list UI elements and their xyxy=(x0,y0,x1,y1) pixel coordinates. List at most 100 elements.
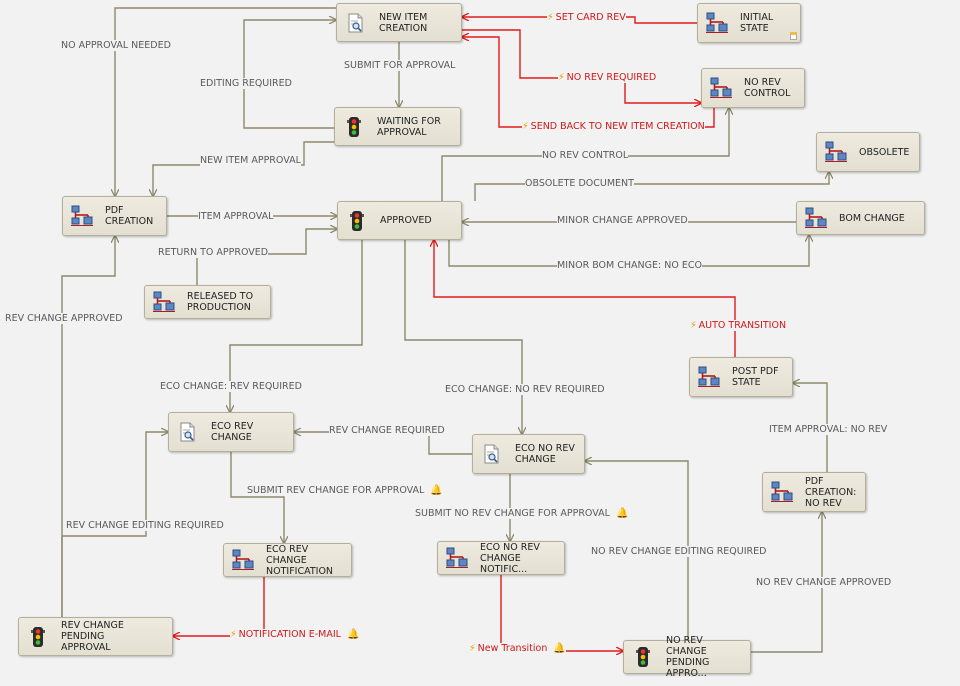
transition-label[interactable]: ITEM APPROVAL: NO REV xyxy=(769,424,888,435)
transition-label[interactable]: MINOR BOM CHANGE: NO ECO xyxy=(557,260,702,271)
transition-label[interactable]: SUBMIT NO REV CHANGE FOR APPROVAL 🔔 xyxy=(415,508,629,519)
transition-label[interactable]: ⚡NO REV REQUIRED xyxy=(558,72,657,83)
transition-label[interactable]: MINOR CHANGE APPROVED xyxy=(557,215,688,226)
transition-label[interactable]: NEW ITEM APPROVAL xyxy=(200,155,301,166)
state-node-obsolete[interactable]: OBSOLETE xyxy=(816,132,920,172)
state-node-eco-rev[interactable]: ECO REV CHANGE xyxy=(168,412,294,452)
transition-label[interactable]: REV CHANGE APPROVED xyxy=(5,313,123,324)
transition-label[interactable]: SUBMIT FOR APPROVAL xyxy=(344,60,456,71)
transition-label[interactable]: RETURN TO APPROVED xyxy=(158,247,269,258)
transition-edge-19[interactable] xyxy=(793,383,828,472)
state-label: PDF CREATION xyxy=(105,205,154,227)
state-label: REV CHANGE PENDING APPROVAL xyxy=(61,620,124,653)
transition-text: SUBMIT NO REV CHANGE FOR APPROVAL xyxy=(415,508,610,519)
bell-icon: 🔔 xyxy=(430,485,443,496)
transition-text: SUBMIT FOR APPROVAL xyxy=(344,60,456,71)
transition-edge-12[interactable] xyxy=(196,229,337,285)
transition-label[interactable]: NO REV CHANGE EDITING REQUIRED xyxy=(591,546,767,557)
transition-label[interactable]: ⚡AUTO TRANSITION xyxy=(690,320,787,331)
transition-label[interactable]: REV CHANGE REQUIRED xyxy=(329,425,445,436)
transition-edge-3[interactable] xyxy=(462,37,715,128)
transition-label[interactable]: ⚡New Transition🔔 xyxy=(469,643,566,654)
state-node-new-item[interactable]: NEW ITEM CREATION xyxy=(336,3,462,42)
traffic-light-icon xyxy=(344,209,370,233)
network-state-icon xyxy=(769,480,795,504)
state-node-rev-pending[interactable]: REV CHANGE PENDING APPROVAL xyxy=(18,617,173,656)
traffic-light-icon xyxy=(25,625,51,649)
transition-label[interactable]: NO REV CONTROL xyxy=(542,150,629,161)
network-state-icon xyxy=(696,365,722,389)
transition-text: NO REV REQUIRED xyxy=(566,72,657,83)
note-icon xyxy=(790,32,797,40)
transition-label[interactable]: EDITING REQUIRED xyxy=(200,78,292,89)
state-node-released[interactable]: RELEASED TO PRODUCTION xyxy=(144,285,271,319)
transition-edge-4[interactable] xyxy=(115,7,336,196)
transition-label[interactable]: NO REV CHANGE APPROVED xyxy=(756,577,892,588)
bell-icon: 🔔 xyxy=(346,629,360,640)
state-label: POST PDF STATE xyxy=(732,366,779,388)
state-label: PDF CREATION: NO REV xyxy=(805,475,857,509)
transition-label[interactable]: REV CHANGE EDITING REQUIRED xyxy=(66,520,224,531)
state-node-eco-no-rev[interactable]: ECO NO REV CHANGE xyxy=(472,434,585,474)
transition-edge-7[interactable] xyxy=(153,141,334,196)
lightning-icon: ⚡ xyxy=(690,320,697,331)
transition-label[interactable]: ⚡SET CARD REV xyxy=(547,12,626,23)
state-node-approved[interactable]: APPROVED xyxy=(337,201,462,240)
transition-edge-24[interactable] xyxy=(751,512,822,653)
transition-text: MINOR BOM CHANGE: NO ECO xyxy=(557,260,702,271)
state-node-waiting[interactable]: WAITING FOR APPROVAL xyxy=(334,107,461,146)
transition-edge-22[interactable] xyxy=(61,432,168,617)
network-state-icon xyxy=(230,548,256,572)
document-magnifier-icon xyxy=(343,11,369,35)
transition-label[interactable]: SUBMIT REV CHANGE FOR APPROVAL🔔 xyxy=(247,485,443,496)
state-node-pdf-no-rev[interactable]: PDF CREATION: NO REV xyxy=(762,472,866,512)
transition-label[interactable]: NO APPROVAL NEEDED xyxy=(61,40,171,51)
state-label: INITIAL STATE xyxy=(740,12,774,34)
state-label: NEW ITEM CREATION xyxy=(379,11,428,34)
state-node-no-rev-pending[interactable]: NO REV CHANGE PENDING APPRO... xyxy=(623,635,751,679)
state-node-eco-no-rev-notif[interactable]: ECO NO REV CHANGE NOTIFIC... xyxy=(437,541,565,575)
state-label: NO REV CONTROL xyxy=(744,77,791,99)
network-state-icon xyxy=(151,290,177,314)
state-node-bom-change[interactable]: BOM CHANGE xyxy=(796,201,925,235)
transition-text: NO REV CHANGE EDITING REQUIRED xyxy=(591,546,767,557)
state-label: ECO NO REV CHANGE NOTIFIC... xyxy=(480,541,540,575)
transition-label[interactable]: ⚡SEND BACK TO NEW ITEM CREATION xyxy=(522,121,705,132)
transition-text: SET CARD REV xyxy=(555,12,626,23)
state-node-post-pdf[interactable]: POST PDF STATE xyxy=(689,357,793,397)
state-node-no-rev-control[interactable]: NO REV CONTROL xyxy=(701,68,805,108)
transition-edge-2[interactable] xyxy=(462,29,701,103)
bell-icon: 🔔 xyxy=(615,508,629,519)
transition-label[interactable]: ITEM APPROVAL xyxy=(198,211,274,222)
transition-label[interactable]: ECO CHANGE: REV REQUIRED xyxy=(160,381,302,392)
transition-edge-9[interactable] xyxy=(474,172,829,201)
transition-edge-14[interactable] xyxy=(61,236,115,617)
transition-edge-20[interactable] xyxy=(230,452,284,543)
transition-edge-25[interactable] xyxy=(173,577,265,636)
transition-text: NO REV CONTROL xyxy=(542,150,629,161)
transition-edge-26[interactable] xyxy=(500,575,623,651)
transition-label[interactable]: OBSOLETE DOCUMENT xyxy=(525,178,634,189)
state-label: ECO REV CHANGE xyxy=(211,421,254,443)
state-node-pdf-creation[interactable]: PDF CREATION xyxy=(62,196,167,236)
state-node-initial[interactable]: INITIAL STATE xyxy=(697,3,801,43)
transition-text: ECO CHANGE: REV REQUIRED xyxy=(160,381,302,392)
network-state-icon xyxy=(704,11,730,35)
transition-edge-6[interactable] xyxy=(243,20,336,129)
network-state-icon xyxy=(69,204,95,228)
transition-text: NO REV CHANGE APPROVED xyxy=(756,577,892,588)
transition-label[interactable]: ECO CHANGE: NO REV REQUIRED xyxy=(445,384,605,395)
state-node-eco-rev-notif[interactable]: ECO REV CHANGE NOTIFICATION xyxy=(223,543,352,577)
transition-edge-16[interactable] xyxy=(230,240,363,412)
transition-text: ITEM APPROVAL: NO REV xyxy=(769,424,888,435)
state-label: ECO NO REV CHANGE xyxy=(515,443,575,465)
transition-text: NOTIFICATION E-MAIL xyxy=(238,629,341,640)
transition-edge-23[interactable] xyxy=(585,461,689,640)
traffic-light-icon xyxy=(341,115,367,139)
transition-edge-17[interactable] xyxy=(404,240,522,434)
lightning-icon: ⚡ xyxy=(230,629,237,640)
transition-text: ECO CHANGE: NO REV REQUIRED xyxy=(445,384,605,395)
transition-label[interactable]: ⚡NOTIFICATION E-MAIL 🔔 xyxy=(230,629,360,640)
network-state-icon xyxy=(803,206,829,230)
